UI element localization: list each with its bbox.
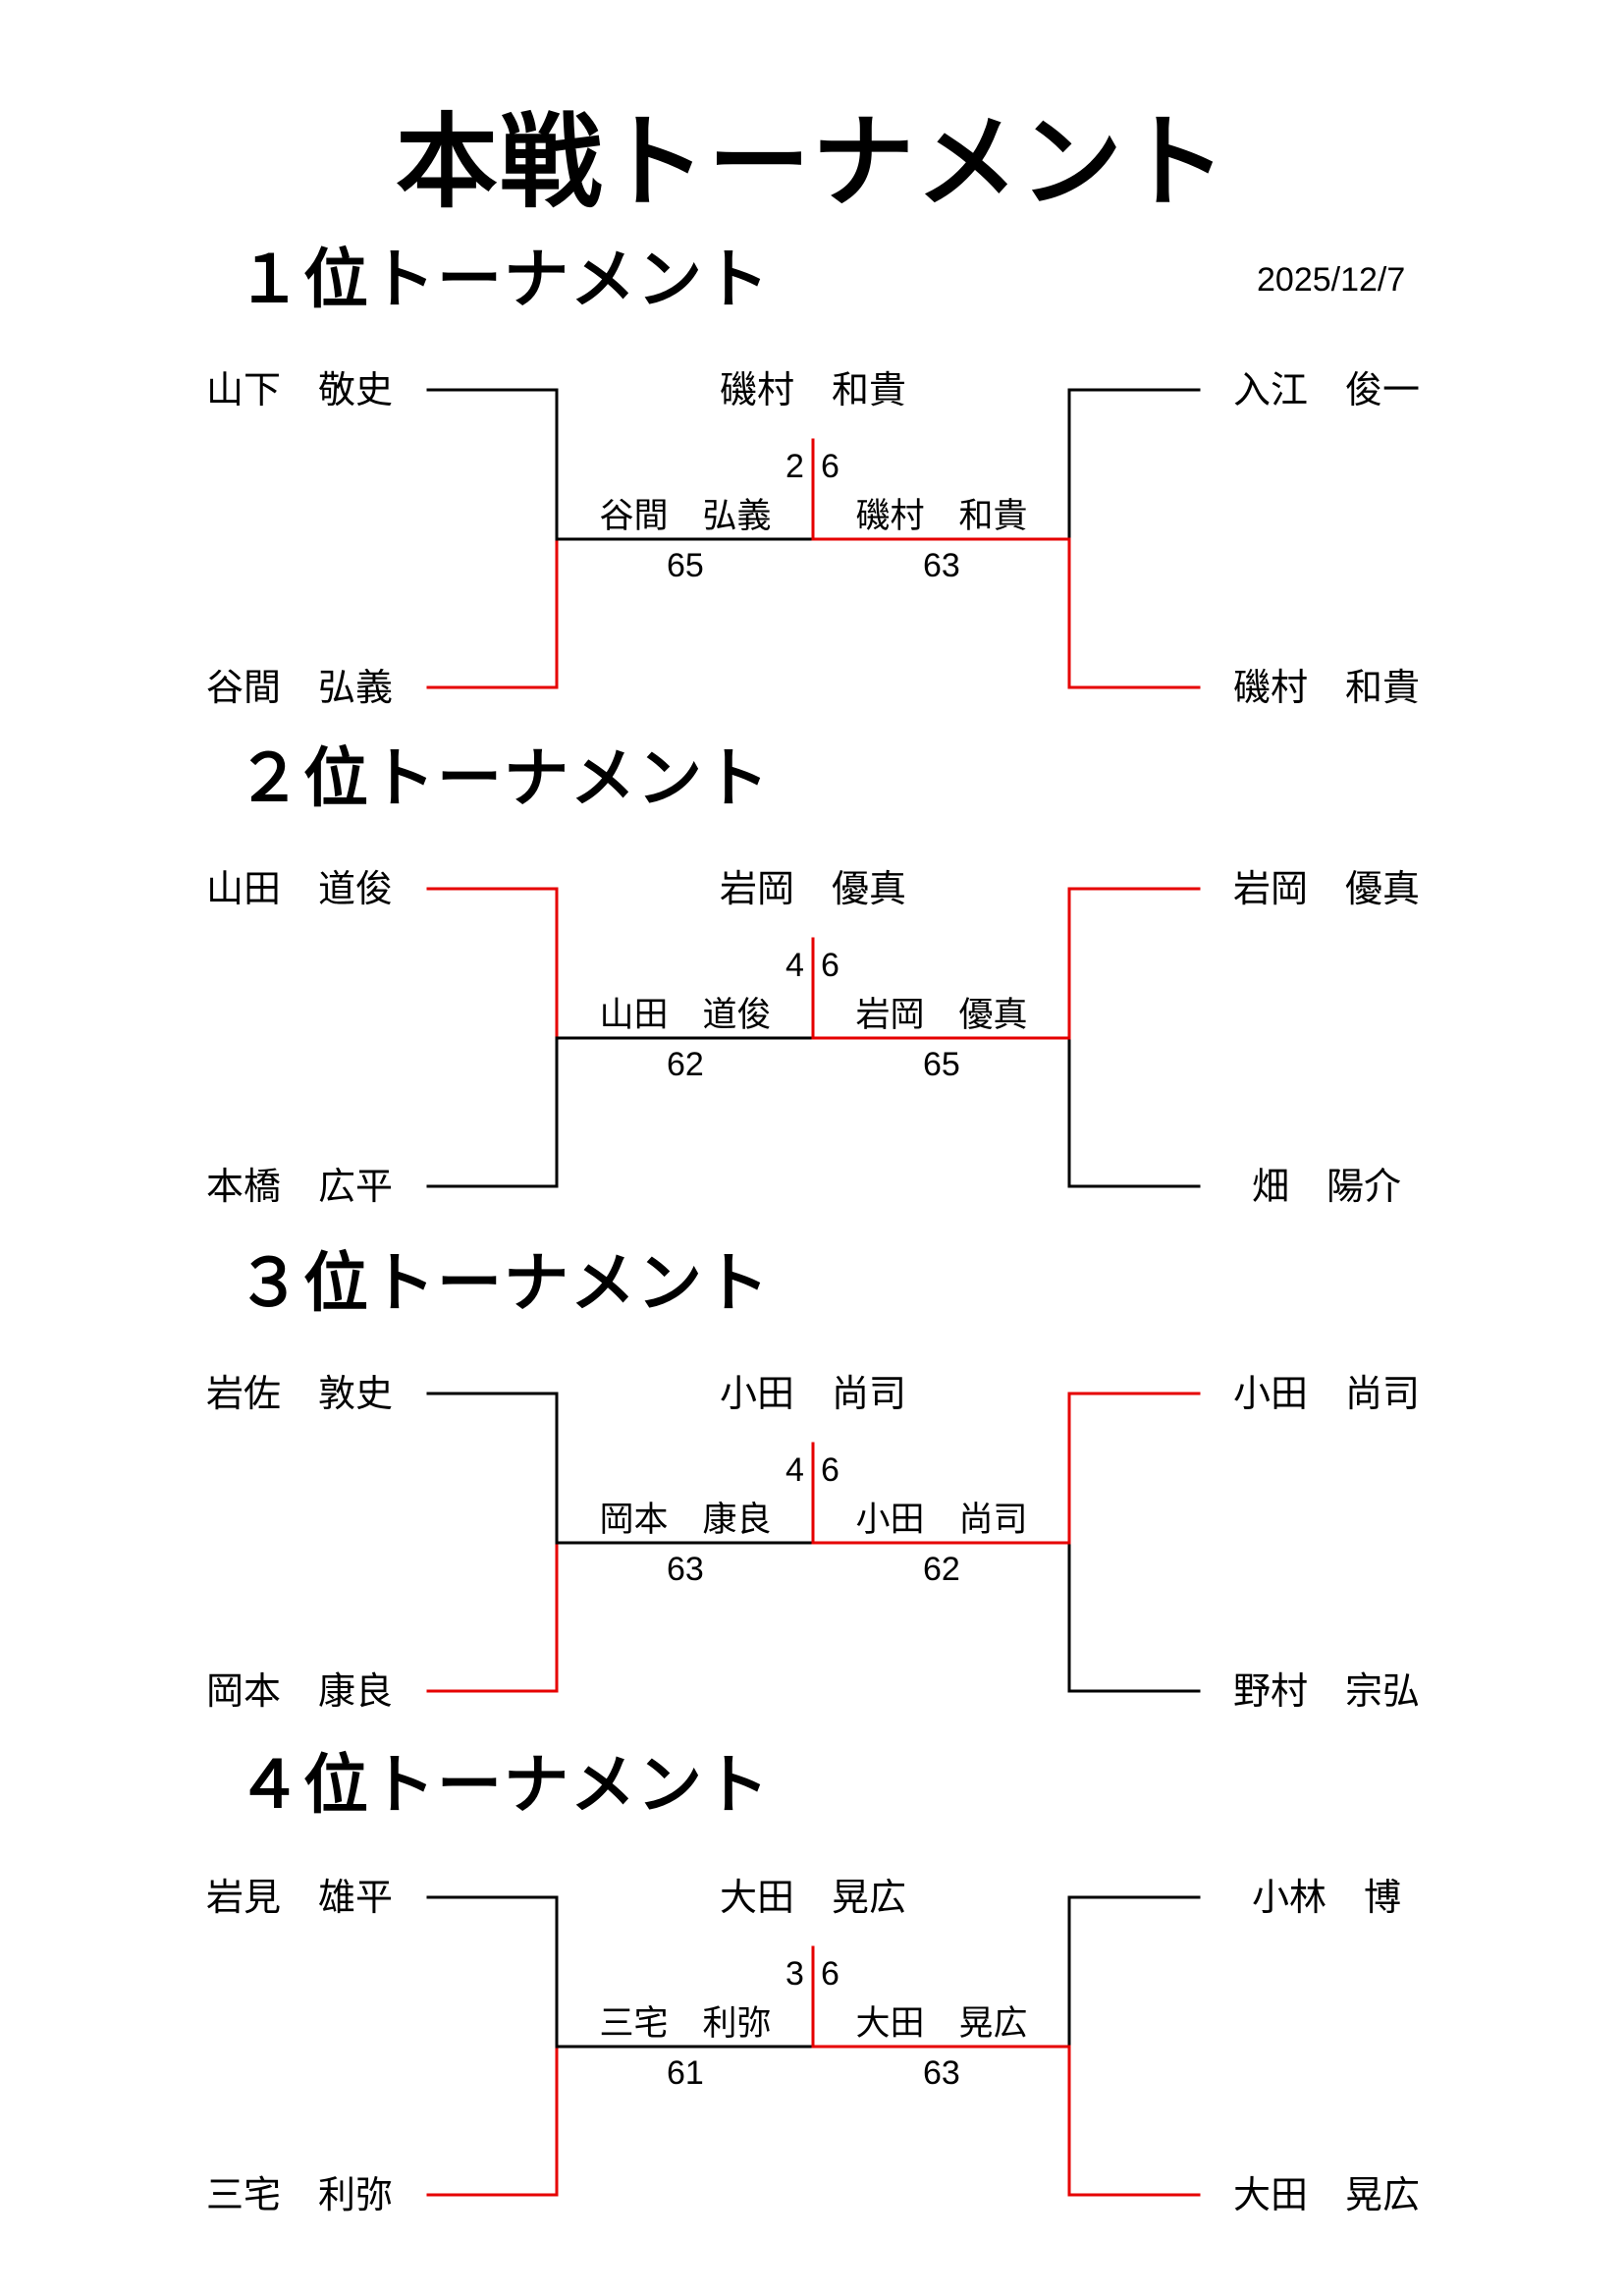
player-left-bottom: 三宅 利弥 [205, 2173, 393, 2216]
semi-score-left: 63 [667, 1551, 704, 1588]
champion-name: 小田 尚司 [719, 1372, 906, 1415]
section-heading: ２位トーナメント [237, 740, 771, 816]
bracket-lines [426, 887, 1201, 1188]
bracket-lines [426, 388, 1201, 689]
bracket-lines [426, 1392, 1201, 1693]
player-left-top: 岩見 雄平 [205, 1876, 393, 1919]
player-right-bottom: 野村 宗弘 [1232, 1669, 1420, 1713]
tournament-bracket: 岩佐 敦史 岡本 康良 小田 尚司 野村 宗弘 小田 尚司 岡本 康良 小田 尚… [0, 1354, 1624, 1747]
player-right-top: 小林 博 [1251, 1876, 1401, 1919]
semi-score-left: 65 [667, 547, 704, 584]
final-score-left: 4 [785, 1451, 804, 1489]
final-score-right: 6 [821, 448, 839, 485]
finalist-left: 山田 道俊 [599, 996, 772, 1035]
finalist-left: 三宅 利弥 [599, 2004, 772, 2044]
final-score-right: 6 [821, 1451, 839, 1489]
page-title: 本戦トーナメント [395, 102, 1228, 222]
tournament-bracket: 山田 道俊 本橋 広平 岩岡 優真 畑 陽介 岩岡 優真 山田 道俊 岩岡 優真… [0, 849, 1624, 1242]
champion-name: 岩岡 優真 [719, 867, 906, 910]
player-right-bottom: 磯村 和貴 [1232, 666, 1420, 709]
semi-score-right: 65 [923, 1046, 960, 1083]
finalist-right: 大田 晃広 [855, 2004, 1028, 2044]
tournament-bracket: 岩見 雄平 三宅 利弥 小林 博 大田 晃広 大田 晃広 三宅 利弥 大田 晃広… [0, 1858, 1624, 2251]
player-left-bottom: 岡本 康良 [205, 1669, 393, 1713]
semi-score-left: 62 [667, 1046, 704, 1083]
champion-name: 磯村 和貴 [719, 368, 906, 411]
finalist-left: 谷間 弘義 [599, 497, 772, 536]
section-heading: ３位トーナメント [237, 1245, 771, 1321]
tournament-bracket: 山下 敬史 谷間 弘義 入江 俊一 磯村 和貴 磯村 和貴 谷間 弘義 磯村 和… [0, 351, 1624, 743]
player-left-top: 岩佐 敦史 [205, 1372, 393, 1415]
player-right-top: 岩岡 優真 [1232, 867, 1420, 910]
finalist-right: 岩岡 優真 [855, 996, 1028, 1035]
player-right-bottom: 大田 晃広 [1232, 2173, 1420, 2216]
player-left-top: 山下 敬史 [205, 368, 393, 411]
semi-score-right: 63 [923, 547, 960, 584]
date: 2025/12/7 [1257, 261, 1406, 299]
finalist-left: 岡本 康良 [599, 1501, 772, 1540]
final-score-right: 6 [821, 947, 839, 984]
section-heading: １位トーナメント [237, 242, 771, 317]
bracket-lines [426, 1895, 1201, 2197]
finalist-right: 磯村 和貴 [855, 497, 1028, 536]
section-heading: ４位トーナメント [237, 1747, 771, 1823]
semi-score-right: 63 [923, 2054, 960, 2092]
final-score-right: 6 [821, 1955, 839, 1993]
player-right-bottom: 畑 陽介 [1251, 1165, 1401, 1208]
final-score-left: 3 [785, 1955, 804, 1993]
semi-score-left: 61 [667, 2054, 704, 2092]
final-score-left: 2 [785, 448, 804, 485]
player-right-top: 小田 尚司 [1232, 1372, 1420, 1415]
player-right-top: 入江 俊一 [1232, 368, 1420, 411]
champion-name: 大田 晃広 [719, 1876, 906, 1919]
player-left-bottom: 本橋 広平 [205, 1165, 393, 1208]
player-left-top: 山田 道俊 [205, 867, 393, 910]
finalist-right: 小田 尚司 [855, 1501, 1028, 1540]
player-left-bottom: 谷間 弘義 [205, 666, 393, 709]
semi-score-right: 62 [923, 1551, 960, 1588]
final-score-left: 4 [785, 947, 804, 984]
